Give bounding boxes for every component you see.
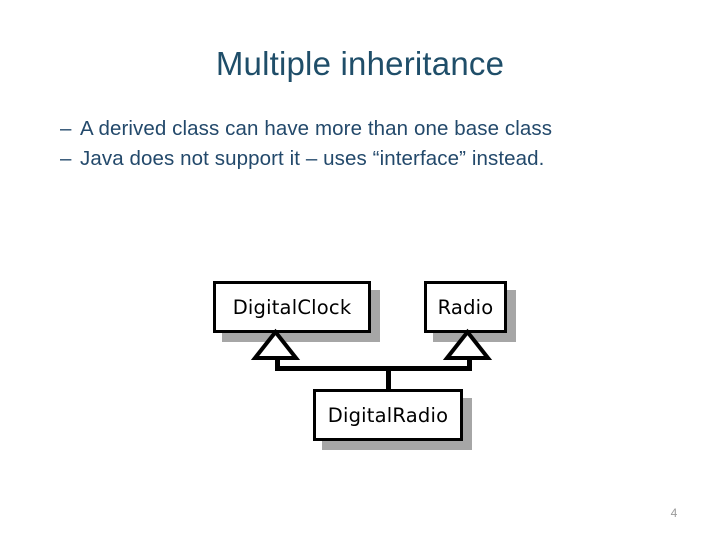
connector-drop-digitalradio — [386, 366, 391, 392]
connector-stub-digitalclock — [275, 357, 280, 369]
uml-class-name: Radio — [437, 295, 494, 319]
inheritance-triangle-icon — [250, 328, 301, 360]
inheritance-triangle-icon — [442, 328, 493, 360]
uml-class-box-digitalradio[interactable]: DigitalRadio — [313, 389, 463, 441]
bullet-list: –A derived class can have more than one … — [60, 114, 690, 174]
uml-class-box-radio[interactable]: Radio — [424, 281, 507, 333]
bullet-dash-icon: – — [60, 117, 72, 140]
bullet-text: A derived class can have more than one b… — [80, 117, 553, 140]
connector-horizontal-bar — [275, 366, 472, 371]
bullet-text: Java does not support it – uses “interfa… — [80, 147, 545, 170]
connector-stub-radio — [467, 357, 472, 369]
page-number: 4 — [670, 506, 678, 520]
uml-class-box-digitalclock[interactable]: DigitalClock — [213, 281, 371, 333]
uml-class-name: DigitalClock — [232, 295, 352, 319]
page-title: Multiple inheritance — [215, 45, 505, 82]
uml-class-name: DigitalRadio — [327, 403, 449, 427]
bullet-dash-icon: – — [60, 147, 72, 170]
list-item: –Java does not support it – uses “interf… — [60, 144, 690, 174]
list-item: –A derived class can have more than one … — [60, 114, 690, 144]
